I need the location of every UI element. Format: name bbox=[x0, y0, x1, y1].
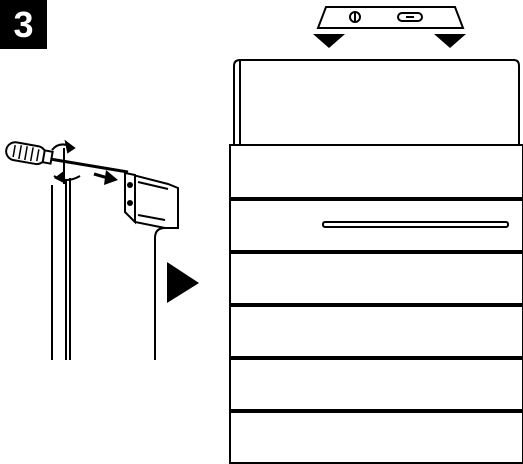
step-number-badge: 3 bbox=[0, 0, 47, 49]
rotate-arrow-icon bbox=[51, 139, 81, 184]
spirit-level-icon bbox=[313, 6, 466, 48]
level-foot-right bbox=[434, 34, 466, 48]
level-foot-left bbox=[313, 34, 345, 48]
push-arrow-icon bbox=[93, 170, 118, 185]
screwdriver-icon bbox=[5, 141, 129, 174]
next-step-arrow-icon bbox=[167, 262, 199, 303]
drawer-separators bbox=[230, 197, 523, 413]
cabinet bbox=[229, 59, 523, 464]
drawer-handle bbox=[322, 221, 509, 228]
hinge-plate bbox=[124, 171, 179, 229]
step-number: 3 bbox=[13, 4, 34, 45]
cabinet-top bbox=[240, 59, 520, 145]
